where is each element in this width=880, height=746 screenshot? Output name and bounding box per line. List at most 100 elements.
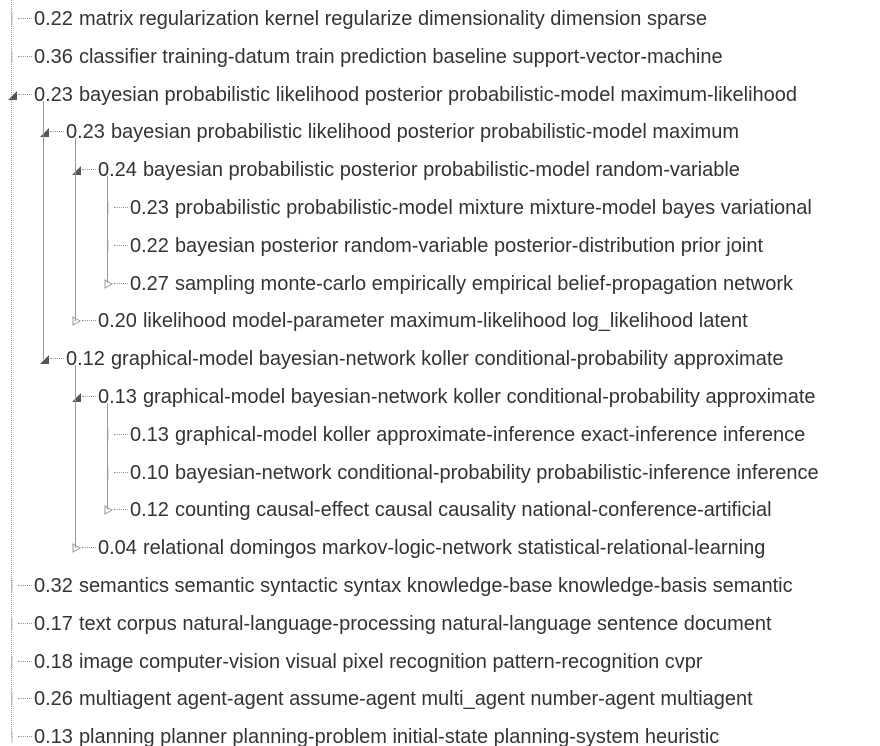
tree-connector — [18, 698, 32, 700]
tree-connector — [114, 433, 128, 436]
tree-guide-line — [107, 402, 108, 511]
tree-connector — [114, 471, 128, 474]
topic-keywords: semantics semantic syntactic syntax know… — [78, 575, 793, 597]
topic-keywords: image computer-vision visual pixel recog… — [78, 650, 703, 673]
triangle-right-outline-icon[interactable] — [102, 504, 114, 516]
topic-keywords: bayesian probabilistic likelihood poster… — [78, 83, 798, 106]
topic-score: 0.18 — [34, 650, 73, 673]
topic-score: 0.17 — [34, 612, 73, 635]
leaf-node-icon — [6, 13, 18, 25]
tree-connector — [50, 131, 64, 133]
triangle-down-left-icon[interactable] — [38, 353, 50, 365]
topic-score: 0.22 — [34, 8, 73, 30]
topic-keywords: graphical-model koller approximate-infer… — [174, 423, 806, 446]
tree-guide-line — [107, 176, 108, 284]
tree-connector — [18, 585, 32, 587]
topic-score: 0.26 — [34, 688, 73, 711]
triangle-down-left-icon[interactable] — [70, 391, 82, 403]
tree-connector — [18, 93, 32, 96]
topic-keywords: matrix regularization kernel regularize … — [78, 8, 708, 30]
triangle-down-left-icon[interactable] — [38, 126, 50, 138]
topic-keywords: bayesian posterior random-variable poste… — [174, 234, 763, 257]
leaf-node-icon — [6, 655, 18, 668]
topic-keywords: bayesian-network conditional-probability… — [174, 461, 819, 484]
topic-score: 0.24 — [98, 159, 137, 182]
topic-keywords: classifier training-datum train predicti… — [78, 45, 723, 68]
topic-score: 0.23 — [130, 197, 169, 219]
topic-score: 0.12 — [130, 499, 169, 522]
leaf-node-icon — [102, 239, 114, 252]
topic-keywords: probabilistic probabilistic-model mixtur… — [174, 197, 812, 219]
topic-score: 0.20 — [98, 310, 137, 333]
tree-connector — [18, 660, 32, 663]
leaf-node-icon — [6, 731, 18, 744]
triangle-down-left-icon[interactable] — [6, 89, 18, 101]
topic-score: 0.10 — [130, 461, 169, 484]
leaf-node-icon — [6, 580, 18, 592]
tree-connector — [18, 622, 32, 625]
triangle-right-outline-icon[interactable] — [70, 315, 82, 327]
tree-connector — [18, 18, 32, 20]
topic-keywords: planning planner planning-problem initia… — [78, 726, 720, 746]
topic-keywords: bayesian probabilistic likelihood poster… — [110, 121, 739, 144]
topic-keywords: multiagent agent-agent assume-agent mult… — [78, 688, 753, 711]
topic-keywords: bayesian probabilistic posterior probabi… — [142, 159, 740, 182]
tree-connector — [114, 207, 128, 209]
triangle-right-outline-icon[interactable] — [102, 278, 114, 290]
tree-connector — [114, 509, 128, 511]
triangle-right-outline-icon[interactable] — [70, 542, 82, 554]
tree-connector — [114, 282, 128, 285]
leaf-node-icon — [6, 50, 18, 63]
triangle-down-left-icon[interactable] — [70, 164, 82, 176]
topic-score: 0.23 — [34, 83, 73, 106]
topic-score: 0.04 — [98, 537, 137, 560]
tree-guide-line — [75, 138, 76, 322]
leaf-node-icon — [102, 428, 114, 441]
tree-connector — [18, 55, 32, 58]
topic-keywords: relational domingos markov-logic-network… — [142, 537, 766, 560]
topic-score: 0.13 — [98, 386, 137, 408]
topic-keywords: graphical-model bayesian-network koller … — [142, 386, 816, 408]
tree-connector — [82, 320, 96, 322]
topic-score: 0.12 — [66, 348, 105, 371]
topic-keywords: sampling monte-carlo empirically empiric… — [174, 272, 793, 295]
topic-score: 0.23 — [66, 121, 105, 144]
topic-keywords: graphical-model bayesian-network koller … — [110, 348, 784, 371]
topic-score: 0.32 — [34, 575, 73, 597]
tree-connector — [82, 396, 96, 398]
